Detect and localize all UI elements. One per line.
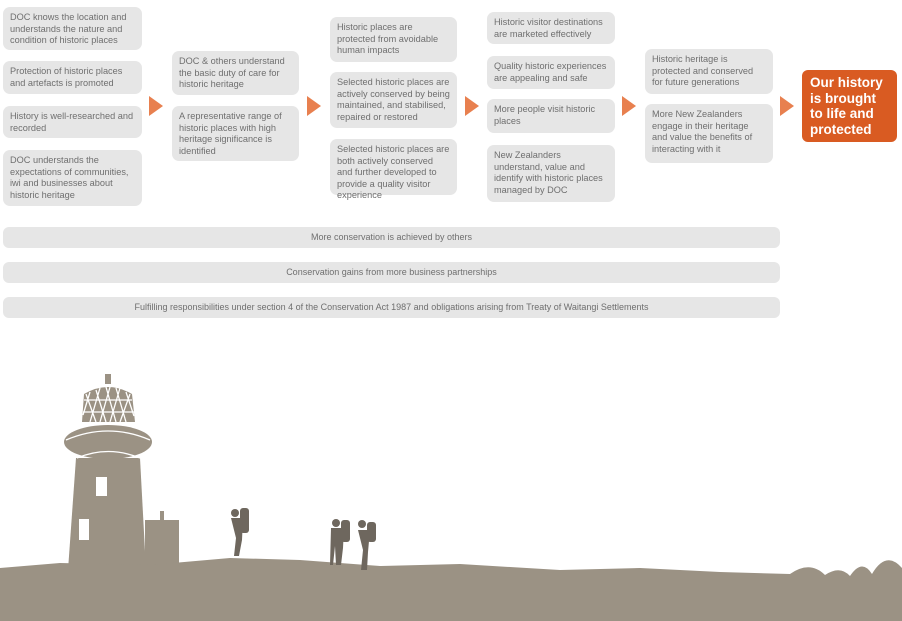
input-box: History is well-researched and recorded [3, 106, 142, 138]
input-box: Protection of historic places and artefa… [3, 61, 142, 94]
output-box: Historic places are protected from avoid… [330, 17, 457, 62]
lighthouse-lantern [82, 387, 135, 422]
intermediate-outcome-box: Quality historic experiences are appeali… [487, 56, 615, 89]
ground [0, 558, 902, 621]
landscape-illustration [0, 374, 902, 621]
input-box: DOC knows the location and understands t… [3, 7, 142, 50]
enabler-bar: More conservation is achieved by others [3, 227, 780, 248]
final-outcome-box: Our history is brought to life and prote… [802, 70, 897, 142]
lighthouse-annex [145, 520, 179, 570]
arrow-right-icon [307, 96, 321, 116]
arrow-right-icon [780, 96, 794, 116]
arrow-right-icon [622, 96, 636, 116]
output-box: A representative range of historic place… [172, 106, 299, 161]
outcome-box: Historic heritage is protected and conse… [645, 49, 773, 94]
output-box: Selected historic places are both active… [330, 139, 457, 200]
hiker-figure [330, 519, 350, 565]
hiker-figure [358, 520, 376, 570]
outcome-box: More New Zealanders engage in their heri… [645, 104, 773, 163]
lighthouse-spire [105, 374, 111, 384]
arrow-right-icon [465, 96, 479, 116]
enabler-bar: Conservation gains from more business pa… [3, 262, 780, 283]
output-box: Selected historic places are actively co… [330, 72, 457, 128]
intermediate-outcome-box: Historic visitor destinations are market… [487, 12, 615, 44]
hiker-figure [231, 508, 249, 556]
intermediate-outcome-box: New Zealanders understand, value and ide… [487, 145, 615, 202]
lighthouse-tower [68, 458, 146, 570]
enabler-bar: Fulfilling responsibilities under sectio… [3, 297, 780, 318]
intermediate-outcome-box: More people visit historic places [487, 99, 615, 133]
lighthouse-gallery [64, 425, 152, 459]
input-box: DOC understands the expectations of comm… [3, 150, 142, 206]
arrow-right-icon [149, 96, 163, 116]
output-box: DOC & others understand the basic duty o… [172, 51, 299, 95]
